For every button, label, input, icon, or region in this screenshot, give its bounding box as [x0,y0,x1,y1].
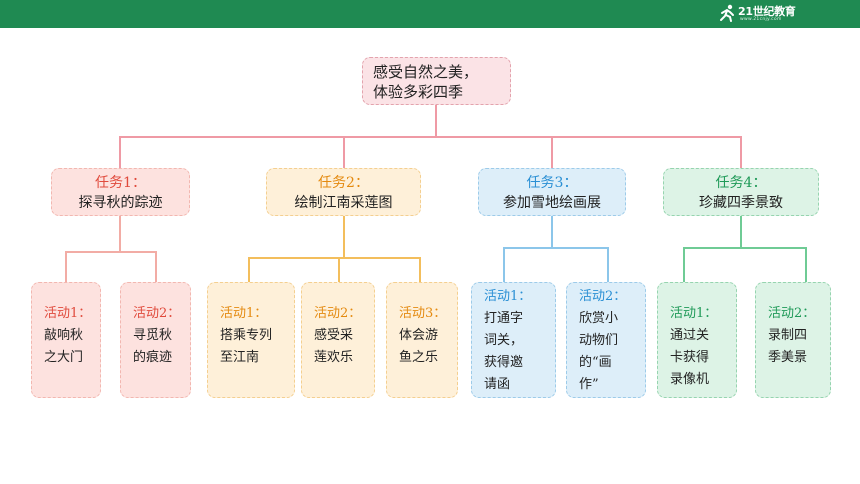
activity-label: 活动2： [133,306,181,321]
task-4-box: 任务4： 珍藏四季景致 [663,168,819,216]
task-3-activity-2-box: 活动2： 欣赏小 动物们 的“画 作” [566,282,646,398]
brand-url: www.21cnjy.com [740,17,782,22]
activity-text-line: 体会游 [399,328,439,343]
activity-text-line: 词关， [484,333,524,348]
task-4-activity-1-box: 活动1： 通过关 卡获得 录像机 [657,282,737,398]
task-1-activity-2-box: 活动2： 寻觅秋 的痕迹 [120,282,191,398]
activity-text-line: 请函 [484,377,511,392]
activity-text-line: 作” [579,377,599,392]
activity-text-line: 卡获得 [670,350,710,365]
connector-root-to-tasks [119,105,742,168]
activity-text-line: 至江南 [220,350,260,365]
task-4-title: 珍藏四季景致 [699,195,783,211]
task-3-box: 任务3： 参加雪地绘画展 [478,168,626,216]
activity-label: 活动2： [314,306,362,321]
root-line-2: 体验多彩四季 [373,83,464,101]
task-1-label: 任务1： [95,175,146,191]
runner-icon [720,4,734,22]
task-1-box: 任务1： 探寻秋的踪迹 [51,168,190,216]
activity-text-line: 之大门 [44,350,84,365]
task-2-label: 任务2： [318,175,369,191]
task-2-activity-1-box: 活动1： 搭乘专列 至江南 [207,282,295,398]
root-topic-box: 感受自然之美， 体验多彩四季 [362,57,511,105]
connector-task2-activities [248,216,421,282]
header-bar: 21世纪教育 www.21cnjy.com [0,0,860,28]
task-1-activity-1-box: 活动1： 敲响秋 之大门 [31,282,101,398]
connector-task3-activities [503,216,609,282]
activity-text-line: 感受采 [314,328,354,343]
activity-text-line: 动物们 [579,333,619,348]
activity-text-line: 打通字 [484,311,524,326]
task-4-label: 任务4： [715,175,767,191]
brand-name: 21世纪教育 [738,5,796,18]
task-2-activity-3-box: 活动3： 体会游 鱼之乐 [386,282,458,398]
activity-text-line: 的痕迹 [133,350,173,365]
activity-text-line: 录像机 [670,372,710,387]
activity-text-line: 的“画 [579,355,612,370]
brand-logo: 21世纪教育 www.21cnjy.com [718,3,818,25]
activity-label: 活动1： [670,306,718,321]
activity-label: 活动2： [768,306,816,321]
task-1-title: 探寻秋的踪迹 [78,195,163,211]
connector-task4-activities [683,216,807,282]
root-line-1: 感受自然之美， [373,63,479,81]
task-2-title: 绘制江南采莲图 [294,195,393,211]
activity-text-line: 莲欢乐 [314,350,354,365]
activity-text-line: 搭乘专列 [220,328,273,343]
activity-text-line: 寻觅秋 [133,328,173,343]
activity-text-line: 通过关 [670,328,710,343]
activity-text-line: 敲响秋 [44,328,84,343]
activity-label: 活动3： [399,306,447,321]
activity-text-line: 录制四 [768,328,808,343]
activity-text-line: 季美景 [768,350,808,365]
task-4-activity-2-box: 活动2： 录制四 季美景 [755,282,831,398]
activity-label: 活动1： [220,306,268,321]
connector-task1-activities [65,216,157,282]
task-3-title: 参加雪地绘画展 [503,195,601,211]
task-3-activity-1-box: 活动1： 打通字 词关， 获得邀 请函 [471,282,556,398]
activity-text-line: 鱼之乐 [399,350,439,365]
activity-text-line: 获得邀 [484,355,524,370]
task-3-label: 任务3： [526,175,578,191]
activity-label: 活动1： [44,306,92,321]
task-2-box: 任务2： 绘制江南采莲图 [266,168,421,216]
task-2-activity-2-box: 活动2： 感受采 莲欢乐 [301,282,375,398]
activity-label: 活动2： [579,289,627,304]
activity-text-line: 欣赏小 [579,311,619,326]
activity-label: 活动1： [484,289,532,304]
